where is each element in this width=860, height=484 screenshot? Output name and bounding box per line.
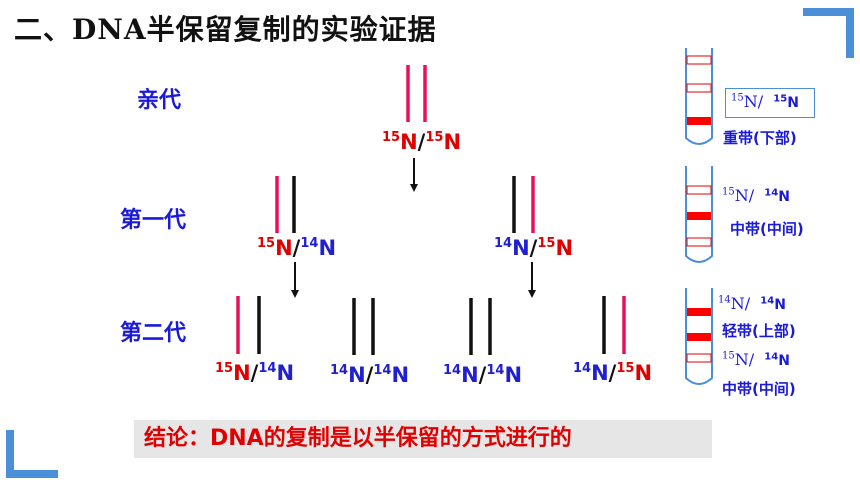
- tube-2-note: 15N/ 14N: [722, 186, 790, 205]
- g1m1-isotope-label: 15N/14N: [257, 236, 337, 260]
- tube-3-hybrid-note: 15N/ 14N: [722, 350, 790, 369]
- parent-isotope-label: 15N/15N: [382, 130, 462, 154]
- tube-3-light-note: 14N/ 14N: [718, 294, 786, 313]
- tube-1-empty-band-mid: [686, 83, 712, 93]
- tube-1-empty-band-top: [686, 55, 712, 65]
- gen-label-parent: 亲代: [137, 88, 182, 113]
- gen-label-second: 第二代: [120, 321, 187, 346]
- bottom-left-bracket: [6, 430, 58, 478]
- tube-3-light-band: [687, 308, 711, 316]
- conclusion-banner: 结论：DNA的复制是以半保留的方式进行的: [134, 420, 712, 458]
- top-right-bracket: [803, 8, 854, 58]
- tube-1-band-label: 重带(下部): [723, 129, 797, 147]
- tube-3-hybrid-band: [687, 333, 711, 341]
- g2m2-isotope-label: 14N/14N: [330, 363, 410, 387]
- g2m4-isotope-label: 14N/15N: [573, 361, 653, 385]
- g2m1-isotope-label: 15N/14N: [215, 361, 295, 385]
- g1m2-isotope-label: 14N/15N: [494, 236, 574, 260]
- tube-1-note-box: [725, 88, 815, 118]
- tube-1: [685, 48, 713, 145]
- tube-3-light-band-label: 轻带(上部): [722, 322, 796, 340]
- tube-1-heavy-band: [687, 117, 711, 125]
- tube-2-empty-band-bottom: [686, 237, 712, 247]
- tube-3-empty-band-bottom: [686, 353, 712, 363]
- gen-label-first: 第一代: [120, 208, 187, 233]
- tube-2: [685, 166, 713, 263]
- tube-2-band-label: 中带(中间): [730, 220, 804, 238]
- tube-2-hybrid-band: [687, 212, 711, 220]
- tube-2-empty-band-top: [686, 185, 712, 195]
- page-title: 二、DNA半保留复制的实验证据: [14, 13, 437, 46]
- tube-1-note: 15N/ 15N: [731, 92, 799, 111]
- tube-3: [685, 288, 713, 385]
- tube-3-hybrid-band-label: 中带(中间): [722, 380, 796, 398]
- g2m3-isotope-label: 14N/14N: [443, 363, 523, 387]
